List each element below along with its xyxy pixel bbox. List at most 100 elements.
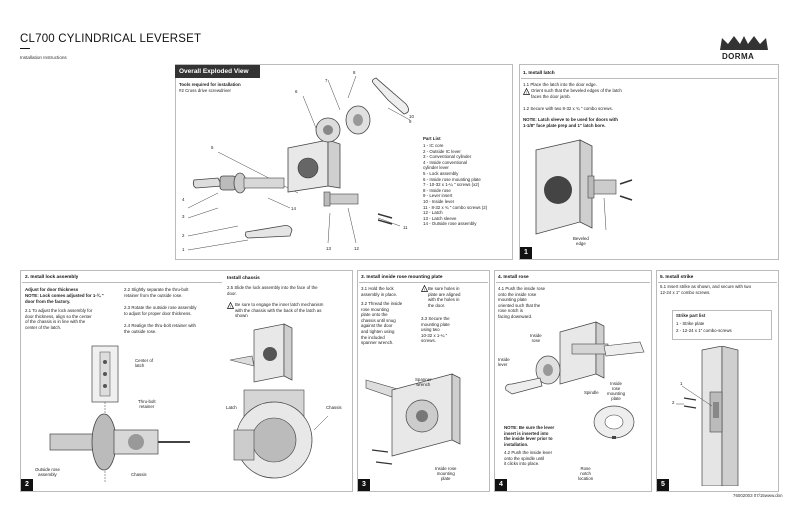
step2-divider [22, 282, 222, 283]
part-item: 1 - IC core [423, 143, 444, 148]
adjust-title: Adjust for door thickness [25, 287, 79, 292]
step3-title: 3. Install inside rose mounting plate [361, 275, 443, 280]
page-title: CL700 CYLINDRICAL LEVERSET [20, 33, 202, 45]
exploded-callout-12: 12 [354, 246, 359, 251]
step4-divider [496, 282, 650, 283]
part-item: 7 - 10-32 x 1-¼ " screws (x2) [423, 182, 480, 188]
step3-panel [357, 270, 490, 492]
step3-number: 3 [358, 479, 370, 491]
exploded-callout-1: 1 [182, 247, 185, 252]
step1-1b: Orient such that the beveled edges of th… [531, 88, 622, 99]
strike-part-list-box [672, 310, 772, 340]
warning-icon: ! [421, 285, 428, 292]
part-item: 8 - Inside rose [423, 187, 451, 193]
center-of-latch-label: Center of latch [135, 358, 154, 368]
step3-divider [359, 282, 488, 283]
warning-icon: ! [227, 302, 234, 309]
part-list: 1 - IC core 2 - Outside IC lever 3 - Con… [423, 143, 513, 227]
step1-number: 1 [520, 247, 532, 259]
latch-illustration [535, 139, 633, 235]
plate-label: Inside rose mounting plate [435, 466, 457, 481]
page-subtitle: Installation Instructions [20, 55, 67, 60]
chassis-label: Chassis [131, 472, 147, 477]
step4-number: 4 [495, 479, 507, 491]
part-item: 9 - Lever insert [423, 193, 453, 199]
exploded-callout-9: 9 [409, 119, 412, 124]
step4-2: 4.2 Push the inside lever onto the spind… [504, 450, 553, 467]
part-item: 6 - Inside rose mounting plate [423, 176, 481, 182]
dorma-crown-logo [720, 36, 768, 50]
exploded-callout-13: 13 [326, 246, 331, 251]
lock-assembly-illustration [49, 345, 190, 482]
exploded-callout-7: 7 [325, 78, 328, 83]
brand-name: DORMA [722, 52, 755, 61]
title-rule [20, 48, 30, 49]
part-item: 12 - Latch [423, 210, 443, 216]
step5-1: 5.1 Insert strike as shown, and secure w… [660, 284, 752, 295]
svg-text:!: ! [526, 90, 527, 95]
thru-bolt-label: Thru-bolt retainer [138, 399, 156, 409]
latch-label: Latch [226, 405, 237, 410]
warning-icon: ! [523, 88, 530, 95]
step1-beveled-label: Beveled edge [573, 236, 589, 246]
part-item: 4 - Inside conventional cylinder lever [423, 159, 467, 171]
part-item: 2 - Outside IC lever [423, 148, 461, 154]
chassis-title: Install chassis [227, 276, 260, 281]
step1-note: NOTE: Latch sleeve to be used for doors … [523, 117, 618, 128]
step2-5b: Be sure to engage the inner latch mechan… [235, 302, 324, 319]
exploded-callout-8: 8 [353, 70, 356, 75]
step1-panel [519, 64, 779, 260]
step1-divider [521, 78, 777, 79]
step2-4: 2.4 Realign the thru-bolt retainer with … [124, 323, 196, 334]
chassis-illustration [229, 323, 329, 479]
spanner-label: Spanner wrench [415, 377, 432, 387]
exploded-view-panel [175, 64, 513, 260]
step4-1: 4.1 Push the inside rose onto the inside… [498, 286, 546, 319]
step3-1: 3.1 Hold the lock assembly in place. [361, 286, 398, 297]
exploded-callout-10: 10 [409, 114, 414, 119]
step2-1: 2.1 To adjust the lock assembly for door… [25, 308, 93, 330]
footer-code: 76002003 07/15www.don [733, 493, 783, 498]
strike-part-title: Strike part list [676, 313, 706, 318]
step1-1: 1.1 Place the latch into the door edge. [523, 82, 597, 87]
step5-panel [656, 270, 779, 492]
rose-notch-label: Rose notch location [578, 466, 594, 481]
part-item: 5 - Lock assembly [423, 170, 459, 176]
rose-illustration [505, 321, 645, 395]
step3-2b: Be sure holes in plate are aligned with … [428, 286, 461, 308]
step2-title: 2. Install lock assembly [25, 275, 79, 280]
step5-title: 5. Install strike [660, 275, 694, 280]
exploded-callout-3: 3 [182, 214, 185, 219]
inside-rose-label: Inside rose [530, 333, 542, 343]
tools-item: #2 Cross drive screwdriver [179, 88, 231, 93]
svg-text:!: ! [230, 304, 231, 309]
tools-label: Tools required for installation [179, 82, 241, 87]
exploded-callout-11: 11 [403, 225, 408, 230]
step4-panel [494, 270, 652, 492]
part-item: 13 - Latch sleeve [423, 215, 457, 221]
chassis-label-2: Chassis [326, 405, 342, 410]
step2-5: 2.5 Slide the lock assembly into the fac… [227, 285, 318, 296]
step2-note: NOTE: Lock comes adjusted for 1-¾ " door… [25, 293, 104, 304]
mounting-plate-label: Inside rose mounting plate [607, 381, 626, 401]
exploded-callout-6: 6 [295, 89, 298, 94]
step5-number: 5 [657, 479, 669, 491]
inside-lever-label: Inside lever [498, 357, 510, 367]
step4-note: NOTE: Be sure the lever insert is insert… [504, 425, 555, 447]
part-item: 11 - 8-32 x ¾ " combo screws (2) [423, 204, 488, 210]
step5-divider [658, 282, 777, 283]
strike-callout-1: 1 [680, 381, 683, 386]
exploded-callout-2: 2 [182, 233, 185, 238]
step2-number: 2 [21, 479, 33, 491]
part-item: 10 - Inside lever [423, 198, 455, 204]
svg-text:!: ! [424, 287, 425, 292]
strike-part-2: 2 - 12-24 x 1" combo-screws [676, 328, 732, 333]
strike-part-1: 1 - Strike plate [676, 321, 705, 326]
outside-rose-label: Outside rose assembly [35, 467, 60, 477]
step4-title: 4. Install rose [498, 275, 529, 280]
step1-title: 1. Install latch [523, 71, 555, 76]
exploded-callout-5: 5 [211, 145, 214, 150]
strike-illustration [676, 346, 739, 486]
part-item: 14 - Outside rose assembly [423, 221, 477, 227]
part-list-title: Part List [423, 136, 441, 141]
